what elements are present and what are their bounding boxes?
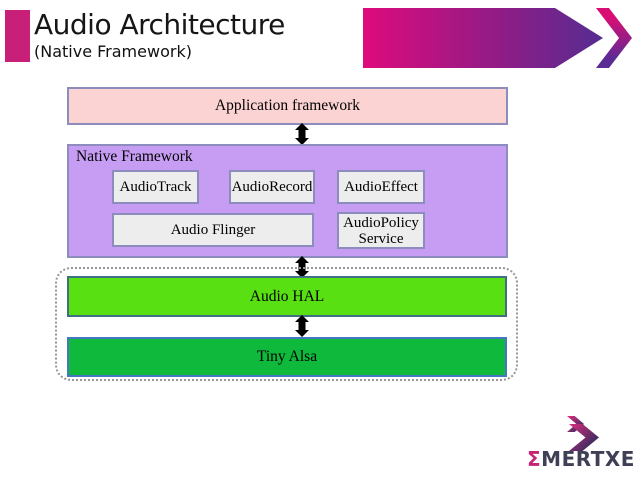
audiotrack-box: AudioTrack <box>112 170 199 204</box>
header-arrow-banner <box>363 8 603 68</box>
audiotrack-label: AudioTrack <box>119 179 192 195</box>
audio-hal-label: Audio HAL <box>249 287 325 305</box>
audio-policy-service-label: AudioPolicy Service <box>343 214 419 247</box>
hal-alsa-dotted-container <box>55 267 518 381</box>
tiny-alsa-label: Tiny Alsa <box>256 348 318 365</box>
application-framework-label: Application framework <box>214 97 361 114</box>
emertxe-logo: ΣMERTXE <box>527 447 635 471</box>
slide-subtitle: (Native Framework) <box>34 42 192 61</box>
double-arrow-icon <box>295 315 309 337</box>
audioeffect-box: AudioEffect <box>337 170 425 204</box>
tiny-alsa-box: Tiny Alsa <box>67 337 507 377</box>
audio-hal-box: Audio HAL <box>67 276 507 317</box>
native-framework-box: Native Framework AudioTrack AudioRecord … <box>67 144 508 258</box>
audioeffect-label: AudioEffect <box>344 179 418 195</box>
slide-title: Audio Architecture <box>34 8 285 41</box>
audio-flinger-label: Audio Flinger <box>170 222 256 238</box>
native-framework-label: Native Framework <box>76 148 193 165</box>
title-accent-bar <box>5 10 30 62</box>
audiorecord-box: AudioRecord <box>229 170 315 204</box>
audiorecord-label: AudioRecord <box>231 179 313 195</box>
application-framework-box: Application framework <box>67 87 508 125</box>
logo-sigma: Σ <box>527 447 542 471</box>
audio-flinger-box: Audio Flinger <box>112 213 314 247</box>
double-arrow-icon <box>295 123 309 145</box>
audio-policy-service-box: AudioPolicy Service <box>337 212 425 249</box>
logo-name: MERTXE <box>541 447 635 471</box>
